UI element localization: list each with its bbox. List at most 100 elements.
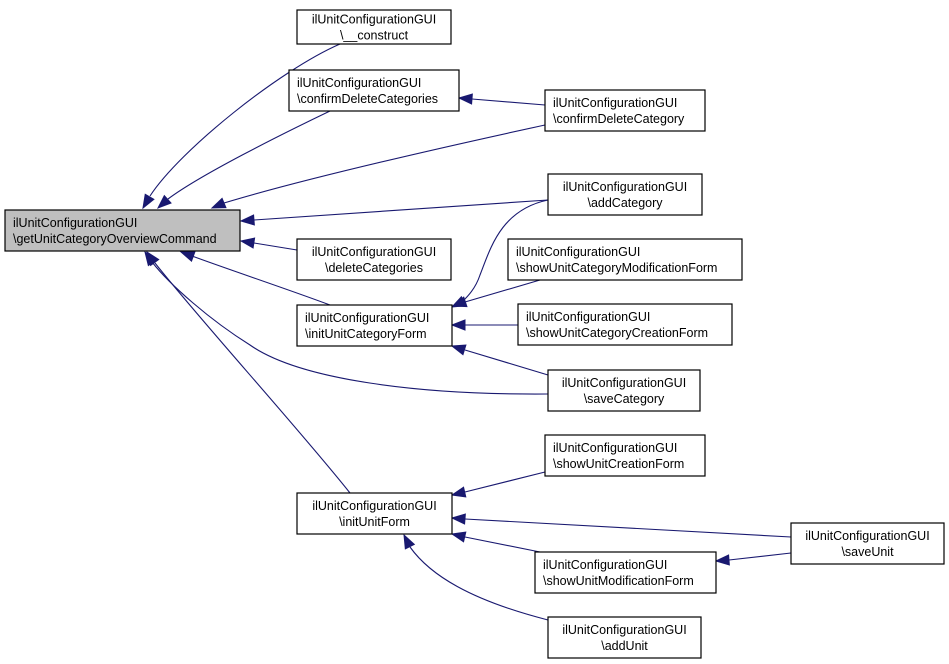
edge-line xyxy=(253,242,298,251)
edge-construct-to-root xyxy=(142,43,341,210)
node-box xyxy=(296,492,453,535)
node-class-label: ilUnitConfigurationGUI xyxy=(543,558,667,572)
node-showUnitCategoryCreationForm[interactable]: ilUnitConfigurationGUI\showUnitCategoryC… xyxy=(517,303,733,346)
node-showUnitCreationForm[interactable]: ilUnitConfigurationGUI \showUnitCreationF… xyxy=(544,434,706,477)
edge-line xyxy=(464,518,792,538)
edges-layer xyxy=(142,43,792,621)
edge-saveUnit-to-showUnitModificationForm xyxy=(714,552,792,566)
node-class-label: ilUnitConfigurationGUI xyxy=(297,76,421,90)
edge-line xyxy=(464,471,546,493)
arrowhead-icon xyxy=(450,531,467,543)
node-box xyxy=(547,369,701,412)
node-class-label: ilUnitConfigurationGUI xyxy=(312,245,436,259)
edge-line xyxy=(464,349,549,376)
arrowhead-icon xyxy=(450,344,467,356)
edge-initUnitForm-to-root xyxy=(146,250,351,494)
edge-showUnitCategoryCreationForm-to-initUnitCategoryForm xyxy=(450,319,518,331)
node-method-label: \showUnitCategoryModificationForm xyxy=(516,261,717,275)
node-showUnitModificationForm[interactable]: ilUnitConfigurationGUI \showUnitModificat… xyxy=(534,551,717,594)
node-saveUnit[interactable]: ilUnitConfigurationGUI \saveUnit xyxy=(790,522,945,565)
arrowhead-icon xyxy=(403,533,416,550)
node-method-label: \confirmDeleteCategories xyxy=(297,92,438,106)
node-class-label: ilUnitConfigurationGUI xyxy=(312,13,436,27)
node-method-label: \addCategory xyxy=(587,196,663,210)
node-class-label: ilUnitConfigurationGUI xyxy=(562,376,686,390)
node-addUnit[interactable]: ilUnitConfigurationGUI \addUnit xyxy=(547,616,702,659)
node-box xyxy=(296,238,452,281)
node-box xyxy=(4,209,241,252)
node-box xyxy=(296,304,453,347)
arrowhead-icon xyxy=(146,250,160,267)
node-method-label: \deleteCategories xyxy=(325,261,423,275)
arrowhead-icon xyxy=(239,237,256,249)
node-construct[interactable]: ilUnitConfigurationGUI \__construct xyxy=(296,9,452,45)
node-method-label: \initUnitForm xyxy=(339,515,410,529)
node-box xyxy=(790,522,945,565)
edge-line xyxy=(461,199,549,303)
arrowhead-icon xyxy=(457,93,473,105)
arrowhead-icon xyxy=(450,513,466,525)
node-deleteCategories[interactable]: ilUnitConfigurationGUI \deleteCategories xyxy=(296,238,452,281)
edge-line xyxy=(191,255,331,306)
node-root[interactable]: ilUnitConfigurationGUI \getUnitCategoryOv… xyxy=(4,209,241,252)
arrowhead-icon xyxy=(451,296,468,308)
node-class-label: ilUnitConfigurationGUI xyxy=(563,180,687,194)
arrowhead-icon xyxy=(239,214,255,226)
edge-confirmDeleteCategories-to-root xyxy=(156,110,331,209)
node-method-label: \initUnitCategoryForm xyxy=(305,327,427,341)
node-showUnitCategoryModificationForm[interactable]: ilUnitConfigurationGUI \showUnitCategoryM… xyxy=(507,238,743,281)
edge-line xyxy=(409,546,549,621)
edge-line xyxy=(223,124,546,204)
node-method-label: \getUnitCategoryOverviewCommand xyxy=(13,232,217,246)
edge-line xyxy=(151,261,549,395)
arrowhead-icon xyxy=(142,193,155,210)
node-box xyxy=(288,69,460,112)
node-box xyxy=(507,238,743,281)
node-initUnitCategoryForm[interactable]: ilUnitConfigurationGUI\initUnitCategoryF… xyxy=(296,304,453,347)
node-method-label: \showUnitModificationForm xyxy=(543,574,694,588)
arrowhead-icon xyxy=(714,554,730,566)
node-class-label: ilUnitConfigurationGUI xyxy=(553,96,677,110)
node-class-label: ilUnitConfigurationGUI xyxy=(553,441,677,455)
edge-addCategory-to-root xyxy=(239,199,549,226)
node-confirmDeleteCategory[interactable]: ilUnitConfigurationGUI \confirmDeleteCate… xyxy=(544,89,706,132)
edge-line xyxy=(464,279,541,303)
node-class-label: ilUnitConfigurationGUI xyxy=(13,216,137,230)
node-method-label: \addUnit xyxy=(601,639,648,653)
node-method-label: \showUnitCreationForm xyxy=(553,457,684,471)
node-class-label: ilUnitConfigurationGUI xyxy=(312,499,436,513)
edge-showUnitCategoryModificationForm-to-initUnitCategoryForm xyxy=(451,279,541,308)
edge-confirmDeleteCategory-to-root xyxy=(210,124,546,209)
node-saveCategory[interactable]: ilUnitConfigurationGUI\saveCategory xyxy=(547,369,701,412)
node-box xyxy=(517,303,733,346)
arrowhead-icon xyxy=(156,194,172,209)
node-method-label: \confirmDeleteCategory xyxy=(553,112,685,126)
nodes-layer: ilUnitConfigurationGUI \getUnitCategoryOv… xyxy=(4,9,945,659)
node-class-label: ilUnitConfigurationGUI xyxy=(805,529,929,543)
edge-line xyxy=(464,536,541,553)
arrowhead-icon xyxy=(210,197,227,209)
edge-initUnitCategoryForm-to-root xyxy=(179,251,331,306)
arrowhead-icon xyxy=(450,486,467,498)
node-box xyxy=(547,173,703,216)
node-method-label: \__construct xyxy=(340,29,409,43)
node-addCategory[interactable]: ilUnitConfigurationGUI \addCategory xyxy=(547,173,703,216)
node-box xyxy=(544,434,706,477)
node-box xyxy=(547,616,702,659)
edge-showUnitCreationForm-to-initUnitForm xyxy=(450,471,546,498)
arrowhead-icon xyxy=(179,251,196,262)
node-box xyxy=(534,551,717,594)
node-box xyxy=(296,9,452,45)
node-initUnitForm[interactable]: ilUnitConfigurationGUI \initUnitForm xyxy=(296,492,453,535)
node-class-label: ilUnitConfigurationGUI xyxy=(562,623,686,637)
node-method-label: \showUnitCategoryCreationForm xyxy=(526,326,708,340)
edge-line xyxy=(253,199,549,221)
node-confirmDeleteCategories[interactable]: ilUnitConfigurationGUI \confirmDeleteCate… xyxy=(288,69,460,112)
edge-deleteCategories-to-root xyxy=(239,237,298,251)
node-method-label: \saveUnit xyxy=(841,545,894,559)
edge-line xyxy=(154,262,351,494)
node-class-label: ilUnitConfigurationGUI xyxy=(516,245,640,259)
edge-line xyxy=(471,98,546,106)
arrowhead-icon xyxy=(450,319,466,331)
